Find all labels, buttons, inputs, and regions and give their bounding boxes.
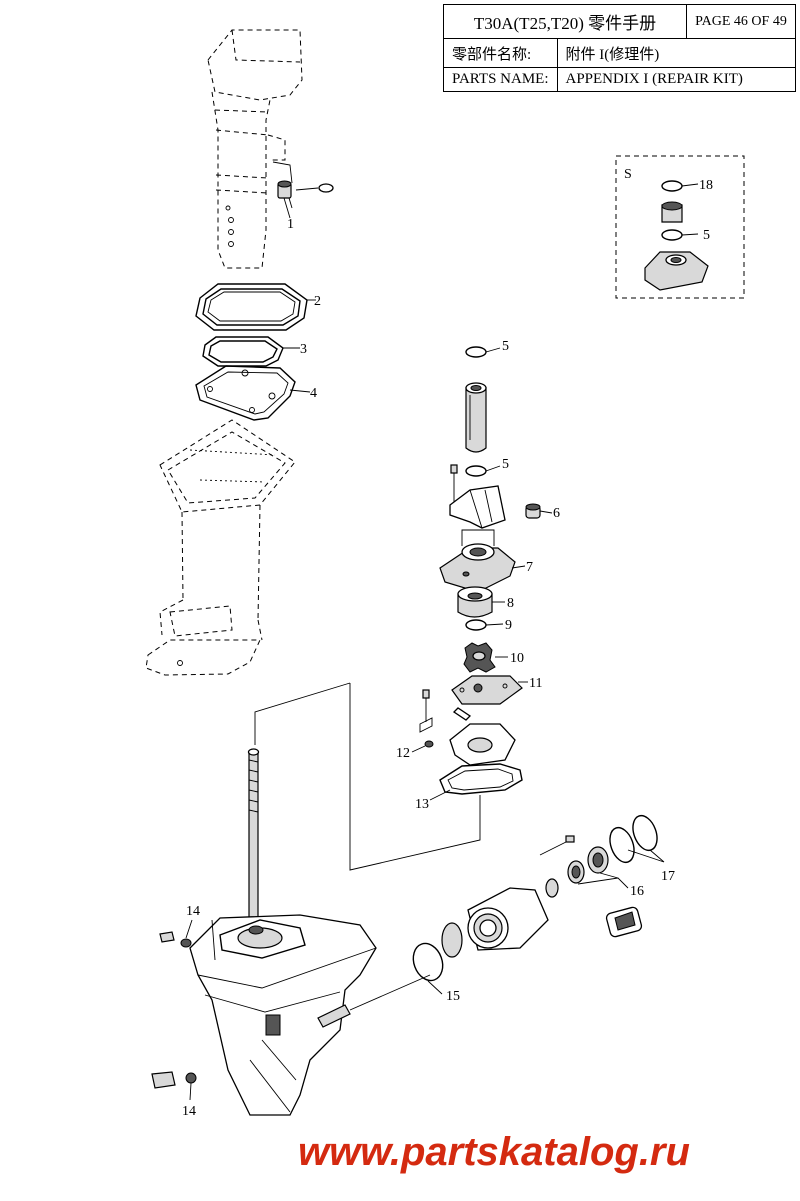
leader-frame [254, 682, 481, 871]
callout-18: 18 [699, 178, 713, 193]
part-11-wear-plate [451, 675, 523, 705]
callout-2: 2 [314, 294, 321, 309]
cutter-detail [605, 906, 643, 938]
detail-label-s: S [624, 167, 632, 182]
part-2-gasket [195, 283, 308, 331]
part-14-plug-top [159, 931, 192, 948]
callout-8: 8 [507, 596, 514, 611]
part-4-gasket [195, 365, 296, 421]
watermark: www.partskatalog.ru [298, 1130, 690, 1174]
page-title: T30A(T25,T20) 零件手册 [443, 3, 687, 40]
callout-numbers: 1 2 3 4 5 5 5 6 7 8 9 10 11 12 13 14 14 … [182, 167, 713, 1119]
tube-guide-bracket [449, 464, 506, 529]
part-14-plug-bottom [151, 1071, 197, 1089]
part-12-bolt-washer [419, 689, 434, 748]
callout-16: 16 [630, 884, 644, 899]
callout-1: 1 [287, 217, 294, 232]
callout-7: 7 [526, 560, 533, 575]
callout-14-top: 14 [186, 904, 200, 919]
part-7-pump-housing [439, 529, 516, 593]
callout-4: 4 [310, 386, 317, 401]
part-8-pump-insert [457, 586, 493, 618]
part-15-oring [412, 942, 444, 982]
key-pin [452, 707, 472, 721]
part-9-oring [465, 619, 487, 631]
callout-11: 11 [529, 676, 542, 691]
detail-box-s [615, 155, 745, 299]
parts-name-value-en: APPENDIX I (REPAIR KIT) [556, 67, 796, 92]
prop-shaft [317, 974, 431, 1028]
gear-case [189, 914, 377, 1116]
callout-12: 12 [396, 746, 410, 761]
part-3-gasket [202, 336, 284, 367]
leader-lines [185, 183, 699, 1101]
page-number: PAGE 46 OF 49 [686, 3, 796, 40]
midsection-ghost [145, 419, 296, 676]
callout-5c: 5 [703, 228, 710, 243]
drive-shaft [247, 748, 260, 923]
callout-5a: 5 [502, 339, 509, 354]
title-block: T30A(T25,T20) 零件手册 PAGE 46 OF 49 零部件名称: … [443, 3, 796, 92]
parts-name-value-cn: 附件 I(修理件) [556, 38, 796, 69]
part-5-oring-top [465, 346, 487, 358]
part-1-bushing [272, 161, 334, 219]
callout-10: 10 [510, 651, 524, 666]
callout-17: 17 [661, 869, 675, 884]
part-13-base-gasket [439, 723, 523, 795]
callout-5b: 5 [502, 457, 509, 472]
part-5-oring-mid [465, 465, 487, 477]
part-17-orings [609, 814, 658, 864]
callout-15: 15 [446, 989, 460, 1004]
part-6-grommet [525, 503, 541, 519]
callout-3: 3 [300, 342, 307, 357]
callout-9: 9 [505, 618, 512, 633]
part-10-impeller [463, 642, 496, 673]
callout-14-bottom: 14 [182, 1104, 196, 1119]
bearing-carrier [441, 878, 559, 958]
water-tube [465, 382, 487, 453]
part-16-seals [539, 835, 609, 884]
upper-housing-ghost [207, 29, 303, 269]
callout-6: 6 [553, 506, 560, 521]
callout-13: 13 [415, 797, 429, 812]
